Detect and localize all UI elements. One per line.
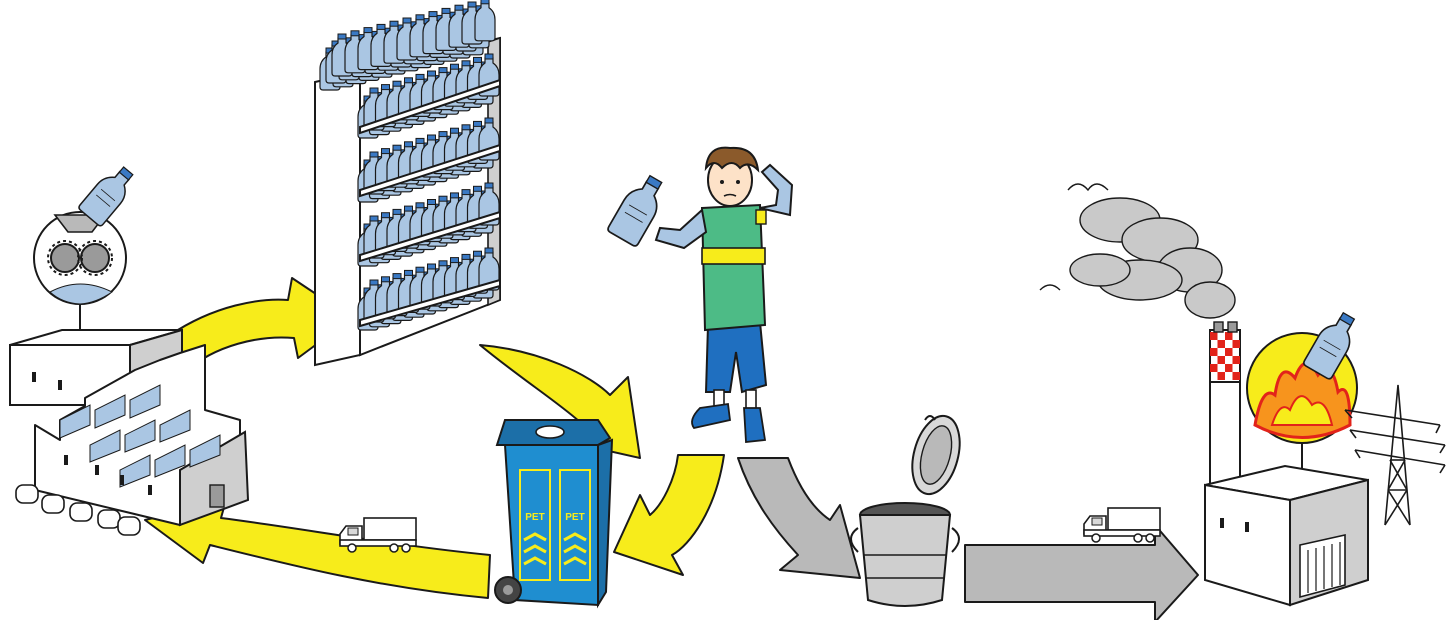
trash-can-icon [850,414,961,607]
recycle-arrow-person-to-bin [613,454,725,576]
truck-icon [1083,507,1161,543]
power-pylon-icon [1344,384,1446,526]
smoke [1069,197,1236,319]
bin-label-left: PET [525,512,544,523]
incinerator-icon [1039,183,1369,607]
bottle-shelf-icon [314,0,501,367]
recycling-factory [9,160,250,536]
waste-arrow-person-to-trash [737,457,861,579]
waste-arrow-trash-to-incinerator [964,524,1199,620]
shredder-icon [33,160,141,358]
person-icon [605,146,794,443]
fire-icon [1246,307,1364,488]
recycling-bin-icon: PET PET [494,419,614,609]
bin-label-right: PET [565,512,584,523]
